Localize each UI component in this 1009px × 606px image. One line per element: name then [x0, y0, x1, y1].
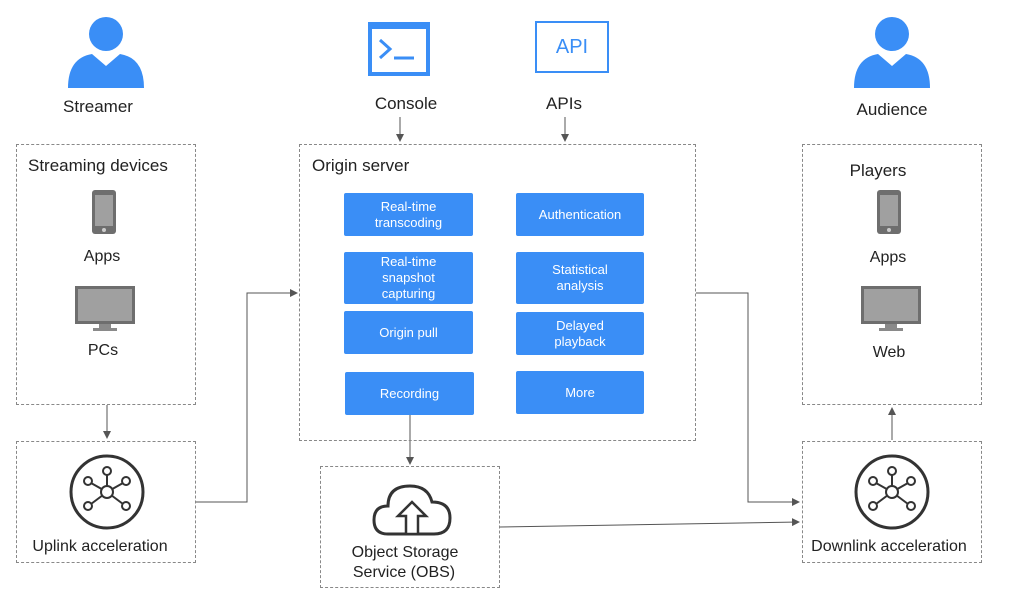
- streamer-label: Streamer: [63, 97, 133, 116]
- feature-authentication: Authentication: [516, 193, 644, 236]
- streaming-devices-box: [16, 144, 196, 405]
- feature-more: More: [516, 371, 644, 414]
- downlink-acceleration-box: [802, 441, 982, 563]
- obs-label-line1: Object Storage: [351, 544, 459, 561]
- downlink-label: Downlink acceleration: [811, 538, 967, 555]
- arrow-origin-to-downlink: [696, 292, 800, 506]
- uplink-acceleration-box: [16, 441, 196, 563]
- feature-real-time-transcoding: Real-time transcoding: [344, 193, 473, 236]
- feature-recording: Recording: [345, 372, 474, 415]
- pcs-label: PCs: [87, 342, 119, 359]
- obs-box: [320, 466, 500, 588]
- origin-server-title: Origin server: [312, 156, 410, 175]
- players-apps-label: Apps: [869, 249, 907, 266]
- feature-origin-pull: Origin pull: [344, 311, 473, 354]
- cloud-upload-icon: [372, 484, 452, 536]
- streaming-devices-title: Streaming devices: [28, 156, 168, 175]
- obs-label-line2: Service (OBS): [352, 564, 456, 581]
- downlink-network-icon: [854, 454, 930, 530]
- audience-person-icon: [854, 17, 930, 88]
- arrow-obs-to-downlink: [499, 518, 800, 528]
- audience-label: Audience: [856, 100, 928, 119]
- arrow-uplink-to-origin: [196, 289, 298, 503]
- feature-statistical-analysis: Statistical analysis: [516, 252, 644, 304]
- console-terminal-icon: [368, 22, 430, 76]
- apis-label: APIs: [546, 94, 582, 113]
- player-monitor-icon: [861, 286, 921, 331]
- streamer-person-icon: [68, 17, 144, 88]
- api-icon-text: API: [555, 35, 589, 58]
- monitor-icon: [75, 286, 135, 331]
- api-icon: API: [535, 21, 609, 73]
- feature-real-time-snapshot-capturing: Real-time snapshot capturing: [344, 252, 473, 304]
- console-label: Console: [374, 94, 438, 113]
- feature-delayed-playback: Delayed playback: [516, 312, 644, 355]
- phone-icon: [92, 190, 116, 234]
- players-box: [802, 144, 982, 405]
- player-phone-icon: [877, 190, 901, 234]
- origin-server-box: [299, 144, 696, 441]
- uplink-label: Uplink acceleration: [32, 538, 168, 555]
- players-title: Players: [849, 161, 907, 180]
- streaming-apps-label: Apps: [83, 248, 121, 265]
- web-label: Web: [872, 344, 906, 361]
- uplink-network-icon: [69, 454, 145, 530]
